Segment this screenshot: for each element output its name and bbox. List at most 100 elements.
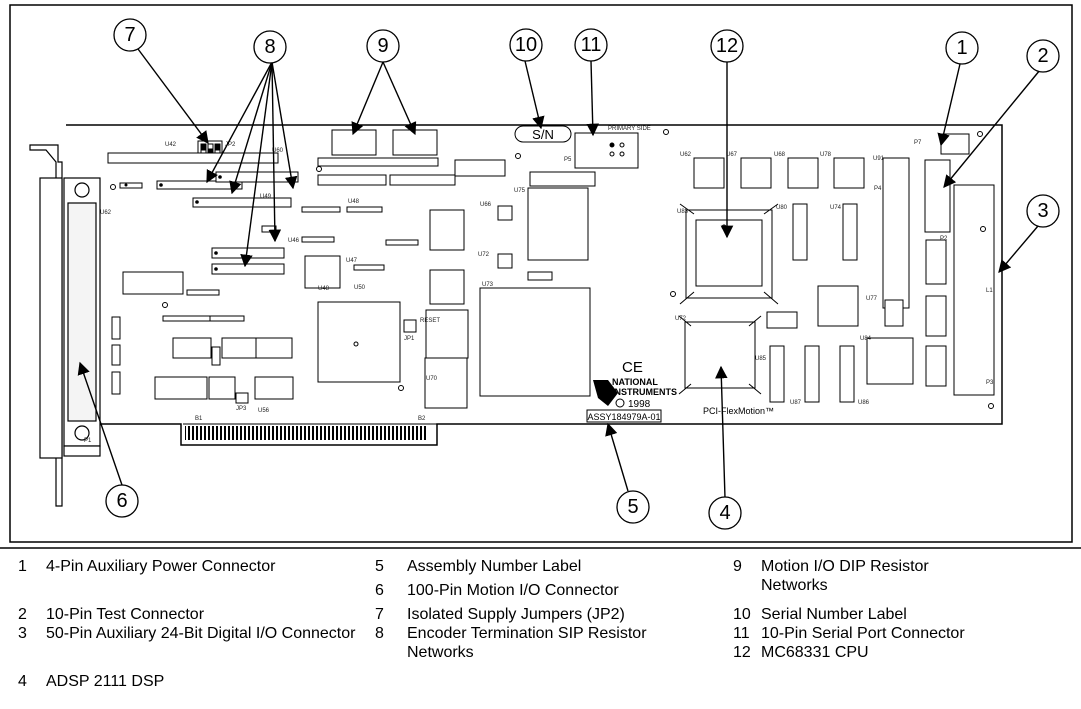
svg-text:U62: U62 <box>680 152 692 158</box>
silk-u42: U42 <box>165 142 177 148</box>
svg-text:P1: P1 <box>84 438 92 444</box>
legend-label: 10-Pin Test Connector <box>46 606 205 623</box>
pci-edge-fingers <box>185 426 427 440</box>
svg-text:P4: P4 <box>874 186 882 192</box>
svg-text:7: 7 <box>124 24 135 46</box>
legend-num: 5 <box>375 558 384 575</box>
legend-num: 10 <box>733 606 751 623</box>
copyright-icon <box>615 398 625 408</box>
leader-lines <box>77 48 1041 499</box>
legend-label: 100-Pin Motion I/O Connector <box>407 582 619 599</box>
svg-text:1: 1 <box>956 37 967 59</box>
legend-label: Serial Number Label <box>761 606 907 623</box>
legend-item-9: 9 Motion I/O DIP Resistor Networks <box>733 557 1073 595</box>
pcb-outline <box>66 124 1003 446</box>
svg-text:U66: U66 <box>480 202 492 208</box>
callout-8: 8 <box>253 30 287 64</box>
legend-item-6: 6 100-Pin Motion I/O Connector <box>375 581 715 600</box>
svg-text:6: 6 <box>116 490 127 512</box>
svg-text:U46: U46 <box>288 238 300 244</box>
svg-text:JP3: JP3 <box>236 406 247 412</box>
legend-label: MC68331 CPU <box>761 644 869 661</box>
svg-text:U86: U86 <box>858 400 870 406</box>
legend-item-2: 2 10-Pin Test Connector <box>18 605 348 624</box>
svg-text:U68: U68 <box>774 152 786 158</box>
legend-label: Assembly Number Label <box>407 558 582 575</box>
legend-num: 11 <box>733 625 750 642</box>
legend-item-5: 5 Assembly Number Label <box>375 557 715 576</box>
svg-text:RESET: RESET <box>420 318 440 324</box>
silk-primary-side: PRIMARY SIDE <box>608 126 651 132</box>
assembly-number-label <box>586 409 662 423</box>
svg-text:U75: U75 <box>514 188 526 194</box>
svg-text:U74: U74 <box>830 205 842 211</box>
svg-text:5: 5 <box>627 496 638 518</box>
svg-text:8: 8 <box>264 36 275 58</box>
svg-text:11: 11 <box>581 34 602 56</box>
legend-num: 4 <box>18 673 27 690</box>
callout-9: 9 <box>366 29 400 63</box>
svg-text:12: 12 <box>716 35 738 57</box>
svg-text:P3: P3 <box>986 380 994 386</box>
svg-text:U85: U85 <box>755 356 767 362</box>
callout-7: 7 <box>113 18 147 52</box>
svg-text:L1: L1 <box>986 288 993 294</box>
legend-item-12: 12 MC68331 CPU <box>733 643 1073 662</box>
svg-text:U78: U78 <box>820 152 832 158</box>
assembly-number-text: ASSY184979A-01 <box>587 412 660 422</box>
legend-item-11: 11 10-Pin Serial Port Connector <box>733 624 1073 643</box>
motion-io-connector <box>63 177 101 457</box>
serial-number-text: S/N <box>532 127 554 142</box>
svg-text:JP1: JP1 <box>404 336 415 342</box>
sip-pin-dots <box>124 175 222 271</box>
legend-num: 7 <box>375 606 384 623</box>
svg-text:U83: U83 <box>677 209 689 215</box>
svg-text:U60: U60 <box>272 148 284 154</box>
callout-11: 11 <box>574 28 608 62</box>
callout-5: 5 <box>616 490 650 524</box>
svg-text:B2: B2 <box>418 416 426 422</box>
legend-label: 4-Pin Auxiliary Power Connector <box>46 558 276 575</box>
silkscreen-labels: U60 U49 U48 U46 U47 U48 U50 U73 U66 U72 … <box>84 140 994 444</box>
callout-2: 2 <box>1026 39 1060 73</box>
legend-item-7: 7 Isolated Supply Jumpers (JP2) <box>375 605 715 624</box>
svg-text:U48: U48 <box>348 199 360 205</box>
svg-text:U67: U67 <box>726 152 738 158</box>
svg-text:U49: U49 <box>260 194 272 200</box>
legend-num: 3 <box>18 625 27 642</box>
svg-text:U77: U77 <box>866 296 878 302</box>
legend-label: Encoder Termination SIP Resistor Network… <box>407 625 647 661</box>
dsp-socket <box>678 315 762 395</box>
ni-logo-icon <box>593 380 618 406</box>
svg-text:P2: P2 <box>940 236 948 242</box>
brand-national: NATIONAL <box>612 377 658 387</box>
ce-mark: CE <box>622 359 643 376</box>
svg-text:U84: U84 <box>860 336 872 342</box>
legend-num: 1 <box>18 558 27 575</box>
legend-item-10: 10 Serial Number Label <box>733 605 1073 624</box>
legend-label: Motion I/O DIP Resistor Networks <box>761 558 929 594</box>
legend-label: ADSP 2111 DSP <box>46 673 165 690</box>
svg-text:U50: U50 <box>354 285 366 291</box>
dip-resistor-networks <box>331 129 438 156</box>
silk-p5: P5 <box>564 157 572 163</box>
svg-text:U91: U91 <box>873 156 885 162</box>
svg-text:U47: U47 <box>346 258 358 264</box>
callout-6: 6 <box>105 484 139 518</box>
mounting-bracket <box>29 144 63 507</box>
cpu-socket <box>679 203 779 305</box>
svg-text:U73: U73 <box>482 282 494 288</box>
serial-port-connector <box>574 132 639 169</box>
callout-12: 12 <box>710 29 744 63</box>
legend-num: 2 <box>18 606 27 623</box>
svg-text:U87: U87 <box>790 400 802 406</box>
figure-frame <box>9 4 1073 543</box>
brand-instruments: INSTRUMENTS <box>612 387 677 397</box>
svg-text:10: 10 <box>515 34 537 56</box>
legend-label: Isolated Supply Jumpers (JP2) <box>407 606 625 623</box>
svg-text:U80: U80 <box>776 205 788 211</box>
svg-text:4: 4 <box>719 502 730 524</box>
legend-label: 10-Pin Serial Port Connector <box>761 625 965 642</box>
svg-text:U62: U62 <box>100 210 112 216</box>
